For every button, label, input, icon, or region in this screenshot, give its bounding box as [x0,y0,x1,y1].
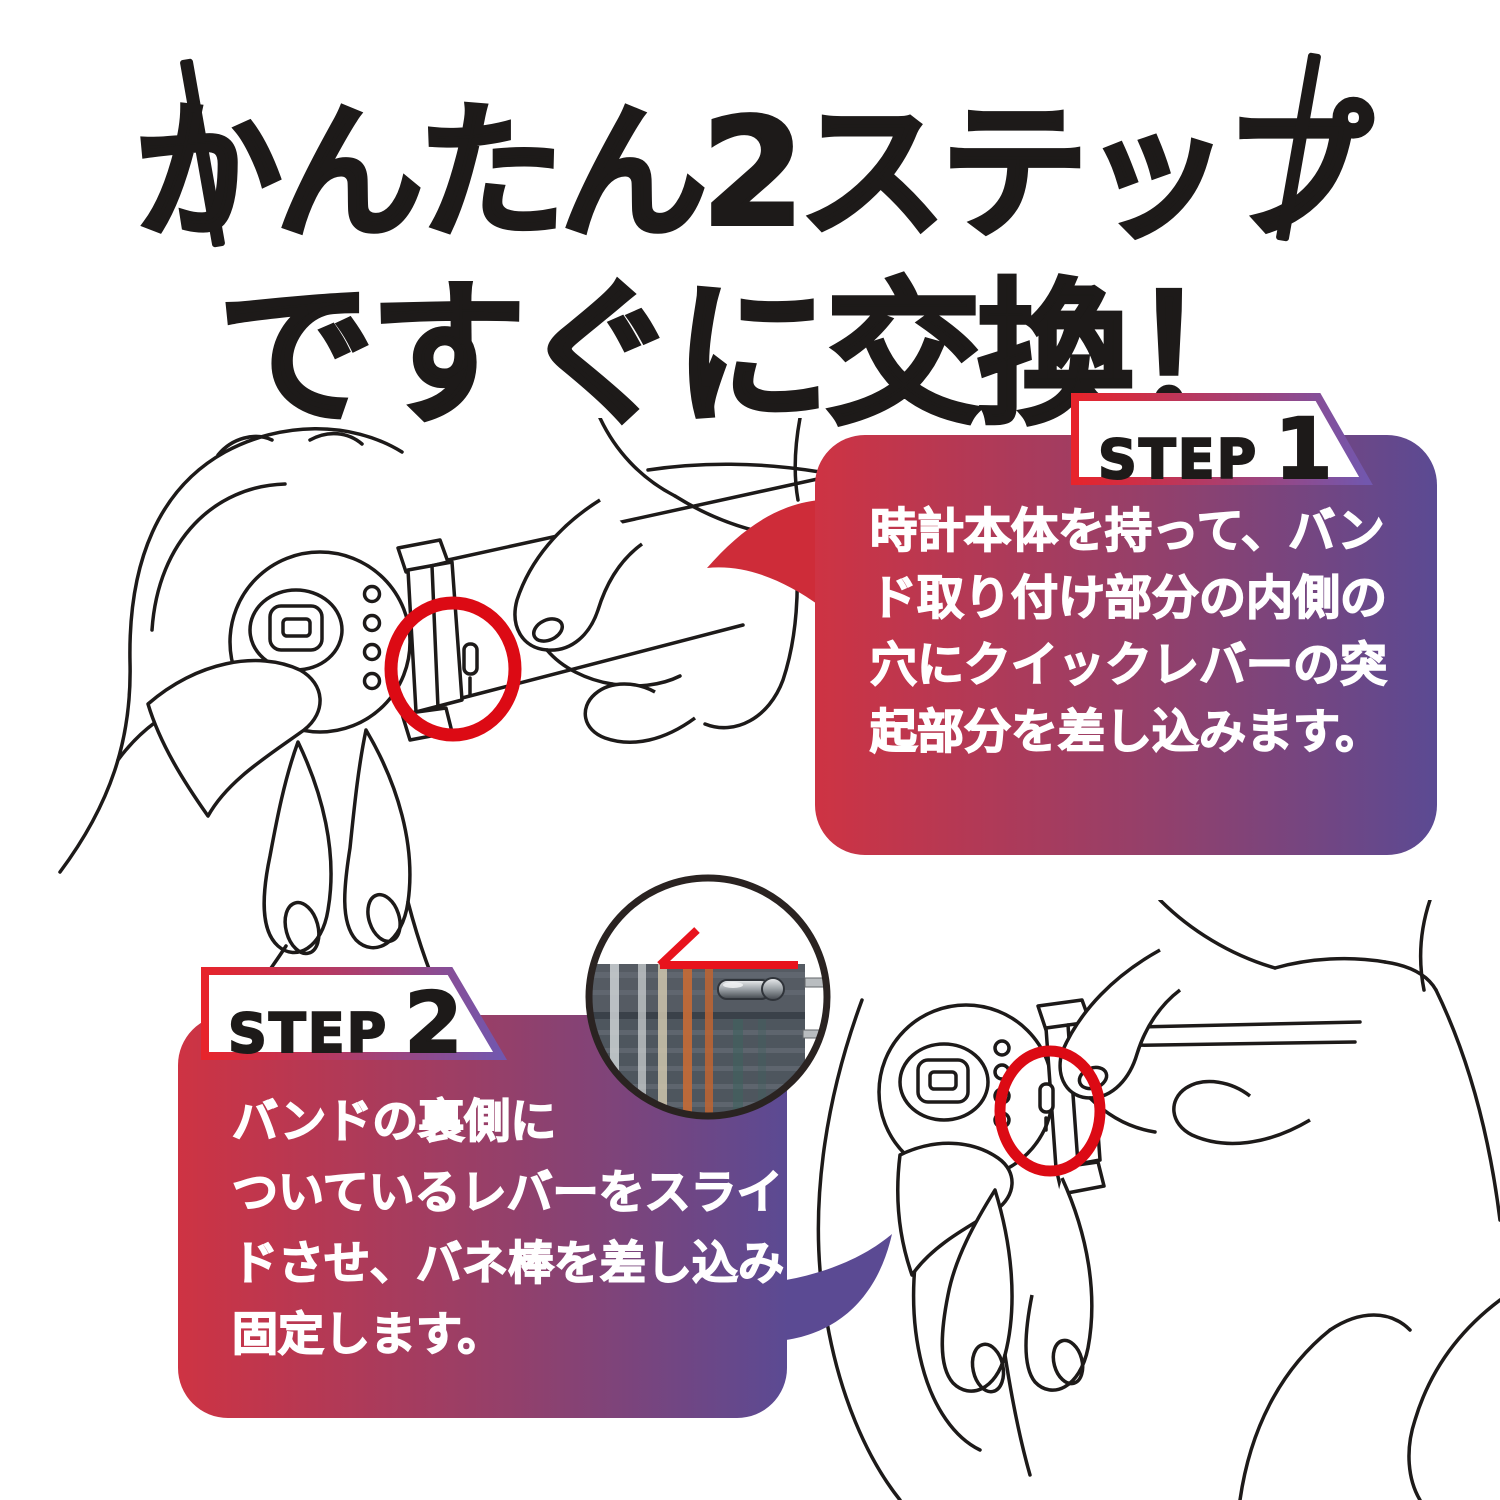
step2-line: ついているレバーをスライ [231,1164,783,1220]
fingernail [1051,1338,1085,1386]
spring-bar-pin [462,642,479,676]
left-hand-fingers [896,1141,1412,1500]
step2-label: STEP 2 [227,973,478,1073]
step1-line: 穴にクイックレバーの突 [869,637,1388,694]
step1-bubble [815,435,1437,855]
fabric-stripes [610,964,766,1116]
step2-bubble-tail [786,1234,892,1340]
left-hand-fingers [146,658,446,1008]
step2-line: 固定します。 [231,1306,504,1362]
band-closeup-photo [585,874,831,1120]
fabric-band-photo [589,927,826,1116]
fingernail [970,1342,1006,1394]
page-title-line1: かんたん2ステップ [132,85,1375,261]
step2-line: バンドの裏側に [231,1093,557,1149]
spring-bar-pin [1038,1082,1055,1114]
step2-label-word: STEP [227,1001,389,1066]
charging-port [916,1058,970,1104]
step2-highlight-circle [994,1045,1106,1177]
step2-line: ドさせ、バネ棒を差し込み [231,1235,785,1291]
step2-illustration [816,900,1500,1500]
step1-label: STEP 1 [1097,399,1348,499]
charging-port [268,604,324,652]
spring-bar-tip [804,977,826,988]
step1-bubble-tail [707,500,820,606]
step1-highlight-circle [384,596,522,742]
step1-line: 時計本体を持って、バン [869,503,1385,560]
sensor-ring [898,1042,990,1122]
step2-description: バンドの裏側に ついているレバーをスライ ドさせ、バネ棒を差し込み 固定します。 [231,1086,785,1370]
fingernail [532,617,564,643]
step1-label-word: STEP [1097,427,1259,492]
step1-line: ド取り付け部分の内側の [869,570,1388,627]
step1-description: 時計本体を持って、バン ド取り付け部分の内側の 穴にクイックレバーの突 起部分を… [869,498,1388,766]
photo-ring [585,874,831,1120]
contact-dots [362,584,382,691]
quick-lever-pin [717,977,785,1001]
step1-label-number: 1 [1273,399,1333,499]
step1-illustration [58,418,847,1008]
right-hand-line-art [513,418,822,744]
lever-pointer-annotation [657,927,798,969]
fingernail [283,900,321,956]
step2-label-shape [201,967,507,1060]
step2-label-number: 2 [403,973,463,1073]
right-hand-line-art [1058,900,1500,1500]
fingernail [366,892,402,944]
step1-line: 起部分を差し込みます。 [869,704,1383,761]
step1-label-shape [1071,393,1373,485]
